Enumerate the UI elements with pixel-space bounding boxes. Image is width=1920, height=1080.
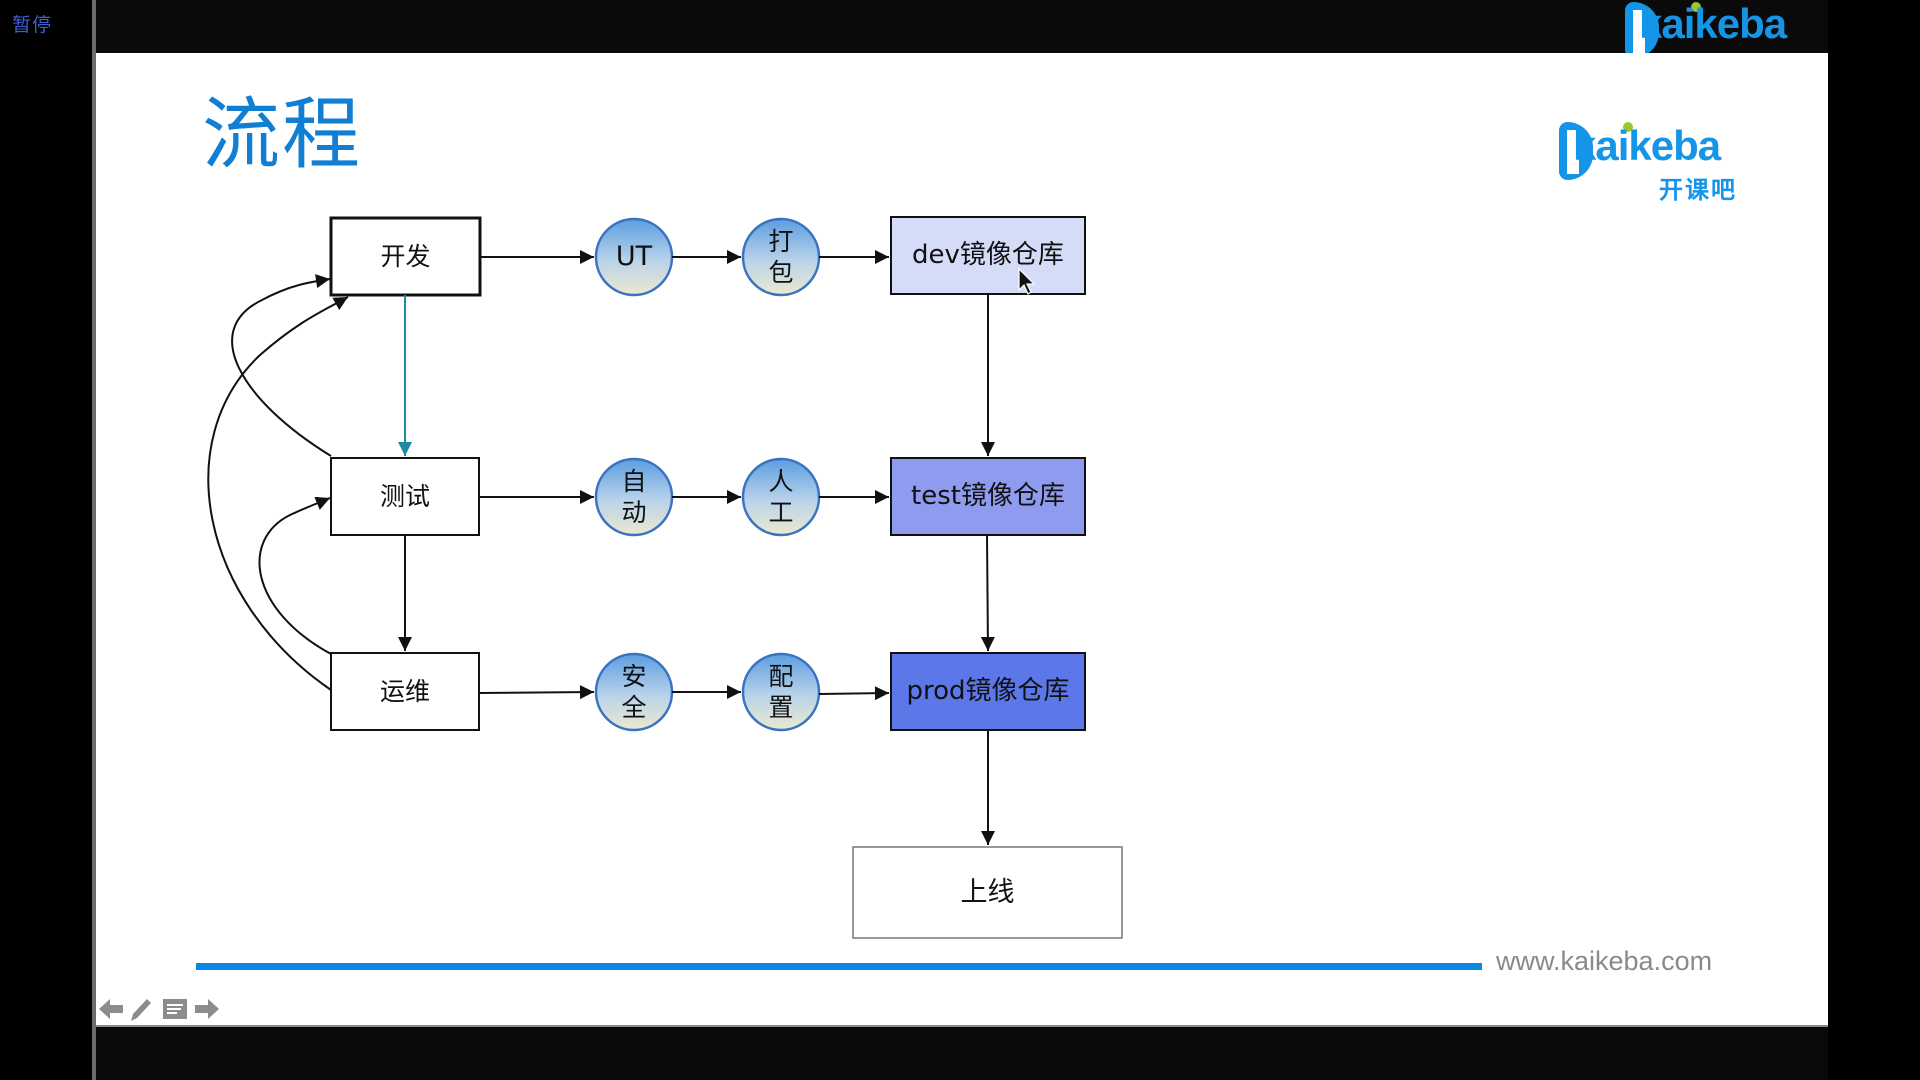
step-label-ut: UT <box>615 241 653 273</box>
role-box-ops <box>330 652 480 731</box>
logo-word: kaikeba <box>1573 122 1721 169</box>
step-label-line: 包 <box>768 258 794 287</box>
logo-dot-icon <box>1691 2 1701 12</box>
step-label-security: 安 全 <box>596 654 672 730</box>
pause-label[interactable]: 暂停 <box>12 14 53 36</box>
play-logo-icon <box>1559 122 1593 180</box>
role-label-ops: 运维 <box>379 676 430 706</box>
step-label-auto: 自 动 <box>596 459 672 535</box>
logo-dot-icon <box>1623 122 1633 132</box>
step-label-line: 置 <box>768 693 794 722</box>
step-label-line: 自 <box>621 466 647 496</box>
bottom-black-bar <box>96 1025 1828 1080</box>
role-label-dev: 开发 <box>380 241 431 271</box>
step-label-manual: 人 工 <box>743 459 819 535</box>
edge-testrepo-prodrepo <box>980 534 995 652</box>
left-divider <box>92 0 96 1080</box>
repo-box-dev <box>890 216 1086 295</box>
logo-cn: 开课吧 <box>1659 176 1737 204</box>
edge-ops-back-to-dev <box>207 296 349 691</box>
mouse-cursor-icon <box>1018 268 1036 295</box>
right-black-bar <box>1828 0 1920 1080</box>
step-circle-config <box>741 652 821 732</box>
release-label: 上线 <box>960 876 1015 908</box>
repo-label-test: test镜像仓库 <box>911 481 1065 512</box>
logo-word: kaikeba <box>1639 0 1787 47</box>
role-label-test: 测试 <box>379 481 430 511</box>
left-black-bar <box>0 0 92 1080</box>
release-box <box>852 846 1123 939</box>
step-label-line: 全 <box>621 693 647 722</box>
slide-title: 流程 <box>202 90 363 180</box>
footer-url: www.kaikeba.com <box>1496 946 1713 976</box>
step-label-line: 打 <box>768 226 794 256</box>
notes-icon[interactable] <box>162 996 188 1022</box>
edge-test-back-to-dev <box>231 274 332 457</box>
top-black-bar <box>96 0 1828 53</box>
previous-slide-icon[interactable] <box>98 996 124 1022</box>
edge-config-prodrepo <box>818 686 890 701</box>
step-label-line: 安 <box>621 661 647 691</box>
footer-rule <box>196 963 1482 970</box>
step-label-line: 人 <box>768 466 794 496</box>
step-label-line: 配 <box>768 661 794 691</box>
repo-label-prod: prod镜像仓库 <box>906 676 1070 707</box>
repo-box-prod <box>890 652 1086 731</box>
step-label-config: 配 置 <box>743 654 819 730</box>
next-slide-icon[interactable] <box>194 996 220 1022</box>
step-label-line: 工 <box>768 498 794 527</box>
edge-ops-back-to-test <box>258 496 332 655</box>
pen-icon[interactable] <box>128 996 154 1022</box>
step-label-line: 动 <box>621 498 647 527</box>
repo-label-dev: dev镜像仓库 <box>912 240 1064 271</box>
role-box-dev <box>329 216 482 297</box>
edge-ops-security <box>478 685 595 700</box>
slide-logo: kaikeba 开课吧 <box>1559 120 1754 204</box>
repo-box-test <box>890 457 1086 536</box>
step-label-package: 打 包 <box>743 219 819 295</box>
